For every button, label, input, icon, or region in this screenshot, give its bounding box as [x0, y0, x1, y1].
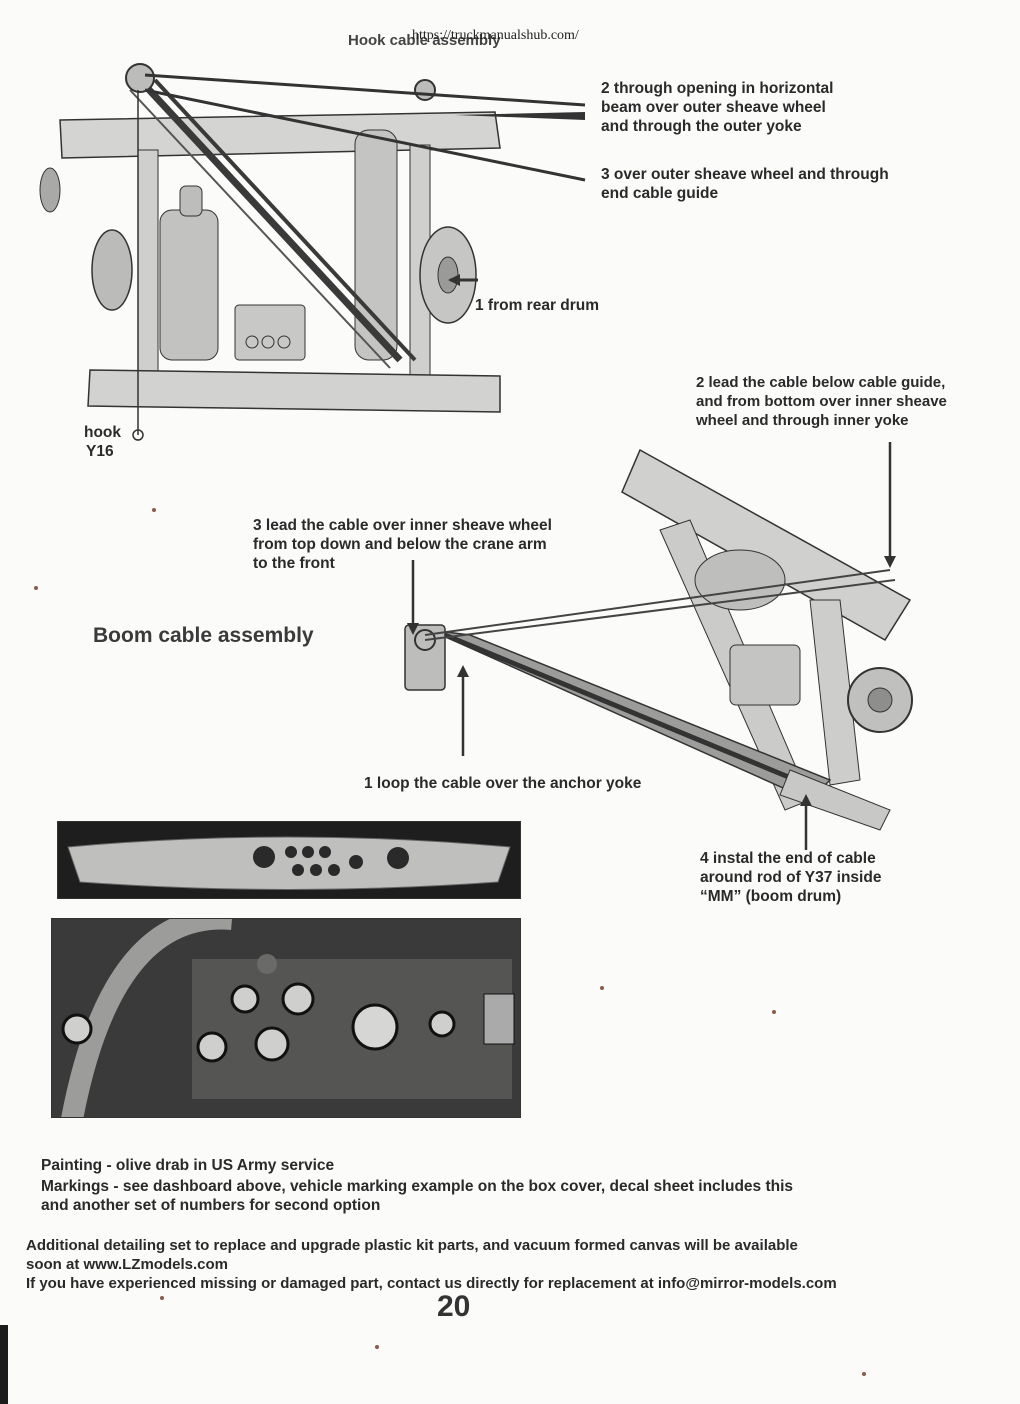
painting-note: Painting - olive drab in US Army service [41, 1157, 335, 1174]
scan-edge [0, 1325, 8, 1404]
source-url: https://truckmanualshub.com/ [412, 28, 579, 43]
boom-callout-2: 2 lead the cable below cable guide, and … [696, 374, 947, 429]
detailing-note: Additional detailing set to replace and … [26, 1237, 798, 1273]
scan-spot [152, 508, 156, 512]
boom-callout-4: 4 instal the end of cable around rod of … [700, 850, 882, 905]
markings-note: Markings - see dashboard above, vehicle … [41, 1178, 794, 1214]
section-title-boom: Boom cable assembly [93, 624, 314, 647]
dashboard-cab-photo [51, 918, 521, 1118]
hook-callout-1: 1 from rear drum [475, 297, 600, 314]
boom-crane-illustration [404, 442, 913, 850]
boom-callout-1: 1 loop the cable over the anchor yoke [364, 775, 642, 792]
contact-note: If you have experienced missing or damag… [26, 1275, 837, 1292]
scan-spot [34, 586, 38, 590]
scan-spot [600, 986, 604, 990]
hook-callout-3: 3 over outer sheave wheel and through en… [601, 166, 889, 202]
scan-spot [375, 1345, 379, 1349]
scan-spot [160, 1296, 164, 1300]
scan-spot [862, 1372, 866, 1376]
hook-crane-illustration [39, 63, 586, 441]
page-number: 20 [437, 1290, 471, 1323]
section-title-hook: Hook cable assembly [348, 32, 501, 49]
boom-callout-3: 3 lead the cable over inner sheave wheel… [253, 517, 552, 572]
hook-label: hook [84, 424, 122, 441]
hook-part-number: Y16 [86, 443, 114, 460]
hook-callout-2: 2 through opening in horizontal beam ove… [601, 80, 834, 135]
dashboard-panel-photo [57, 821, 521, 899]
scan-spot [772, 1010, 776, 1014]
